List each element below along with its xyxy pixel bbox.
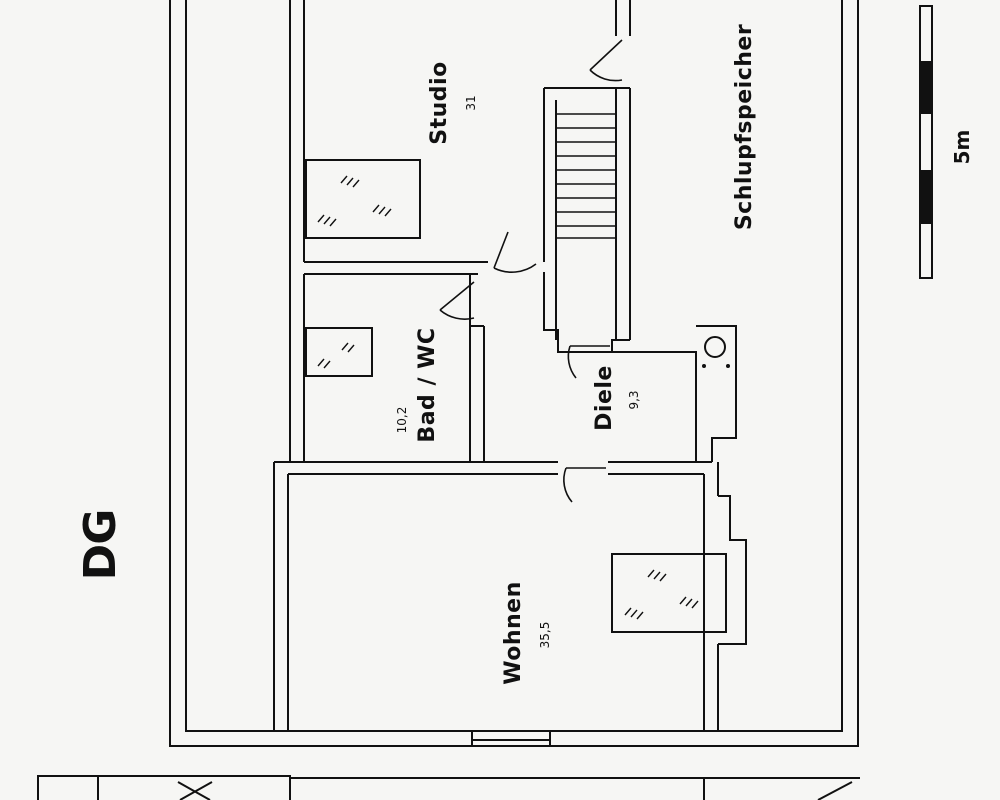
room-label-wohnen: Wohnen (501, 581, 526, 685)
wohnen-west-wall (273, 462, 289, 731)
elevation-roof (177, 778, 853, 800)
chimney-flue (704, 336, 726, 358)
room-area-bad: 10,2 (395, 406, 409, 434)
inner-outer-wall (185, 0, 843, 732)
stair-outline (543, 87, 630, 353)
scale-bar (919, 5, 933, 279)
outer-wall (169, 0, 859, 747)
stair-top-door (493, 231, 537, 273)
chimney-dot-left (702, 364, 706, 368)
stair-stringer (555, 100, 617, 340)
room-label-studio: Studio (427, 61, 452, 145)
room-area-wohnen: 35,5 (538, 621, 552, 649)
bad-door (439, 281, 475, 320)
elevation-strip (37, 775, 860, 800)
bad-skylight (305, 327, 373, 377)
diele-east-wall (612, 351, 697, 462)
room-area-diele: 9,3 (627, 390, 641, 410)
room-label-schlupfspeicher: Schlupfspeicher (732, 23, 757, 231)
skylight-glass-marks (317, 175, 699, 620)
studio-skylight (305, 159, 421, 239)
stair-treads (556, 113, 616, 239)
bad-east-wall (469, 274, 485, 462)
wohnen-east-bay (718, 495, 747, 645)
room-label-diele: Diele (592, 365, 617, 431)
floor-label: DG (75, 509, 126, 581)
wohnen-south-door (471, 731, 551, 746)
room-label-bad: Bad / WC (415, 327, 440, 443)
scale-label: 5m (950, 129, 974, 165)
wohnen-door (563, 467, 606, 503)
room-area-studio: 31 (464, 95, 478, 111)
studio-east-wall (615, 0, 631, 36)
studio-east-wall-lower (615, 88, 631, 340)
wohnen-east-wall (703, 462, 719, 731)
studio-door (589, 39, 623, 82)
wohnen-skylight (611, 553, 727, 633)
chimney (696, 325, 737, 462)
diele-door (567, 345, 610, 379)
chimney-dot-right (726, 364, 730, 368)
